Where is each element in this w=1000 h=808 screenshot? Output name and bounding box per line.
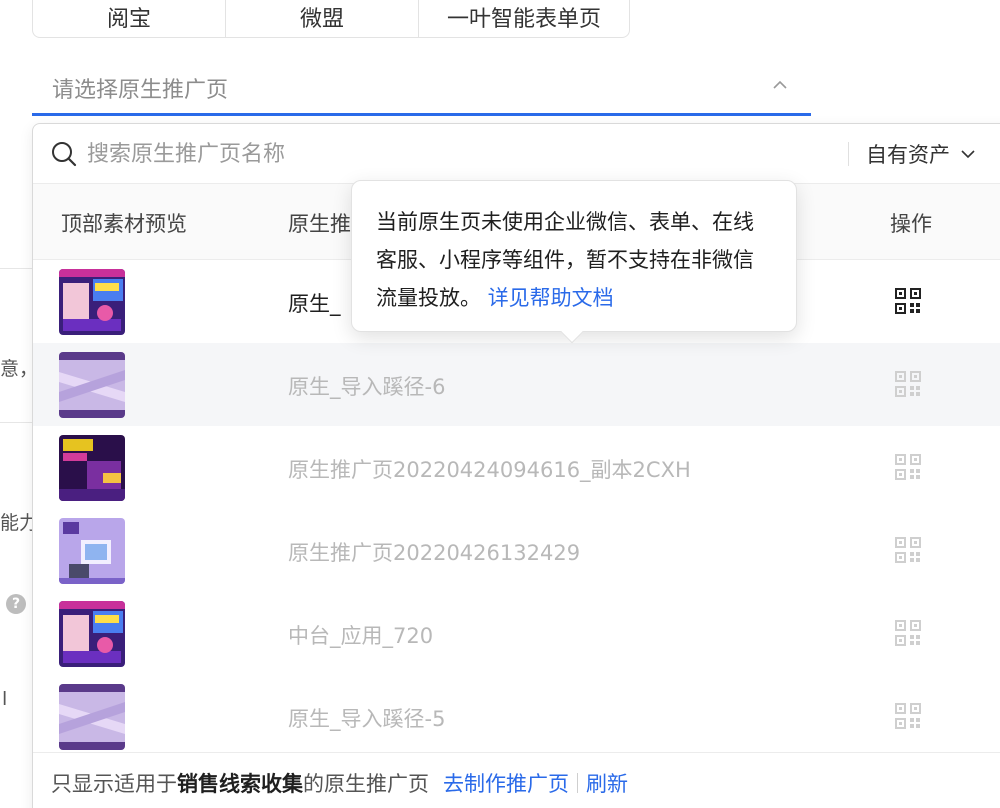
footer-suffix: 的原生推广页 [303,771,429,796]
tab-yiye-form[interactable]: 一叶智能表单页 [418,0,629,37]
edge-text: 意， [0,358,39,380]
column-header-action: 操作 [890,212,932,236]
landing-page-select[interactable]: 请选择原生推广页 [32,62,811,116]
tab-yuebao[interactable]: 阅宝 [106,7,151,32]
dropdown-footer: 只显示适用于 销售线索收集 的原生推广页 去制作推广页 刷新 [33,752,1000,808]
table-row[interactable]: 原生推广页20220424094616_副本2CXH [33,426,1000,509]
search-icon [52,142,77,167]
qr-code-icon [895,537,921,563]
chevron-up-icon[interactable] [771,76,789,94]
edge-divider [0,422,32,423]
row-name: 中台_应用_720 [288,624,434,648]
search-input[interactable] [87,136,827,172]
row-name: 原生_ [288,292,341,316]
edge-text: l [2,688,8,710]
row-name: 原生_导入蹊径-6 [288,375,446,399]
qr-code-icon [895,703,921,729]
asset-filter-label: 自有资产 [866,143,950,167]
material-thumbnail [59,518,125,584]
row-name: 原生推广页20220424094616_副本2CXH [288,458,691,482]
help-icon[interactable]: ? [6,594,26,614]
table-row[interactable]: 原生推广页20220426132429 [33,509,1000,592]
material-thumbnail [59,435,125,501]
platform-tabs: 阅宝 微盟 一叶智能表单页 [32,0,630,38]
material-thumbnail [59,269,125,335]
disabled-reason-tooltip: 当前原生页未使用企业微信、表单、在线客服、小程序等组件，暂不支持在非微信流量投放… [351,180,797,344]
qr-code-icon [895,371,921,397]
row-name: 原生_导入蹊径-5 [288,707,446,731]
material-thumbnail [59,684,125,750]
table-row[interactable]: 原生_导入蹊径-5 [33,675,1000,758]
table-row[interactable]: 中台_应用_720 [33,592,1000,675]
tooltip-text: 当前原生页未使用企业微信、表单、在线客服、小程序等组件，暂不支持在非微信流量投放… [376,210,754,310]
qr-code-icon[interactable] [895,288,921,314]
column-header-preview: 顶部素材预览 [61,212,187,236]
qr-code-icon [895,454,921,480]
help-doc-link[interactable]: 详见帮助文档 [487,286,614,310]
divider [848,142,849,166]
material-thumbnail [59,352,125,418]
row-name: 原生推广页20220426132429 [288,541,581,565]
table-row[interactable]: 原生_导入蹊径-6 [33,343,1000,426]
create-landing-page-link[interactable]: 去制作推广页 [443,771,569,796]
qr-code-icon [895,620,921,646]
search-bar: 自有资产 [33,124,1000,184]
footer-goal: 销售线索收集 [177,771,303,796]
divider [577,772,578,793]
table-row[interactable]: 原生_ [33,260,1000,343]
select-placeholder: 请选择原生推广页 [52,77,229,103]
tab-weimeng[interactable]: 微盟 [225,0,418,37]
edge-divider [0,268,32,269]
footer-prefix: 只显示适用于 [51,771,177,796]
refresh-link[interactable]: 刷新 [586,771,628,796]
column-header-name: 原生推 [288,212,351,236]
material-thumbnail [59,601,125,667]
chevron-down-icon [961,150,975,159]
asset-filter-dropdown[interactable]: 自有资产 [866,140,976,168]
edge-text: 能力 [0,512,39,534]
